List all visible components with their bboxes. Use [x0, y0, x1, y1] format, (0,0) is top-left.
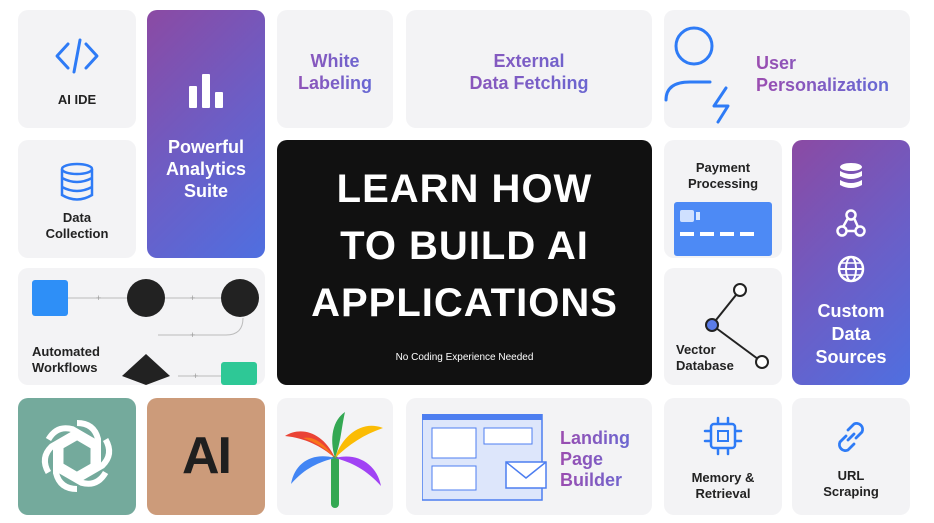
tile-white-labeling[interactable]: White Labeling [277, 10, 393, 128]
tile-palm[interactable] [277, 398, 393, 515]
tile-payment-label: Payment Processing [687, 160, 759, 191]
svg-text:+: + [190, 293, 195, 303]
workflow-diagram-icon: + + + + [32, 279, 259, 385]
link-icon [838, 422, 864, 452]
anthropic-logo: AI [182, 427, 232, 485]
tile-anthropic[interactable]: AI [147, 398, 265, 515]
tile-custom-data[interactable]: Custom Data Sources [792, 140, 910, 385]
tile-data-collection[interactable]: Data Collection [18, 140, 136, 258]
hero-line-1: LEARN HOW [336, 167, 593, 211]
database-icon [60, 162, 94, 201]
palm-logo-icon [285, 412, 383, 508]
tile-landing-page[interactable]: Landing Page Builder [406, 398, 652, 515]
hero-panel: LEARN HOW TO BUILD AI APPLICATIONS No Co… [277, 140, 652, 385]
database-icon [840, 163, 862, 188]
tile-external-data-label: External Data Fetching [406, 50, 652, 94]
chip-icon [703, 416, 743, 456]
tile-data-collection-label: Data Collection [45, 210, 109, 241]
tile-url-scraping[interactable]: URL Scraping [792, 398, 910, 515]
tile-vector-database[interactable]: Vector Database [664, 268, 782, 385]
tile-openai[interactable] [18, 398, 136, 515]
tile-memory[interactable]: Memory & Retrieval [664, 398, 782, 515]
tile-analytics-label: Powerful Analytics Suite [165, 137, 247, 201]
tile-white-labeling-label: White Labeling [277, 50, 393, 94]
vector-graph-icon [705, 283, 769, 369]
tile-user-personalization[interactable]: User Personalization [664, 10, 910, 128]
code-icon [55, 38, 99, 74]
tile-external-data[interactable]: External Data Fetching [406, 10, 652, 128]
hero-subtitle: No Coding Experience Needed [395, 352, 534, 363]
globe-icon [837, 255, 865, 283]
user-icon [664, 26, 730, 124]
landing-page-mockup-icon [422, 414, 547, 501]
tile-analytics[interactable]: Powerful Analytics Suite [147, 10, 265, 258]
tile-automated-workflows-label: Automated Workflows [32, 344, 100, 375]
tile-landing-page-label: Landing Page Builder [560, 428, 652, 491]
tile-custom-data-label: Custom Data Sources [815, 301, 887, 367]
credit-card-icon [674, 202, 772, 256]
tile-memory-label: Memory & Retrieval [691, 470, 755, 501]
tile-automated-workflows[interactable]: + + + + Automated Workflows [18, 268, 265, 385]
tile-vector-database-label: Vector Database [676, 342, 734, 373]
tile-ai-ide[interactable]: AI IDE [18, 10, 136, 128]
svg-text:+: + [193, 371, 198, 381]
svg-text:+: + [96, 293, 101, 303]
tile-payment[interactable]: Payment Processing [664, 140, 782, 258]
tile-url-scraping-label: URL Scraping [823, 468, 879, 499]
svg-text:+: + [190, 330, 195, 340]
webhook-icon [836, 209, 866, 237]
bar-chart-icon [189, 74, 223, 108]
hero-line-3: APPLICATIONS [311, 281, 618, 325]
tile-ai-ide-label: AI IDE [57, 92, 97, 107]
hero-line-2: TO BUILD AI [340, 224, 589, 268]
tile-user-personalization-label: User Personalization [756, 52, 910, 96]
openai-logo-icon [41, 420, 113, 492]
